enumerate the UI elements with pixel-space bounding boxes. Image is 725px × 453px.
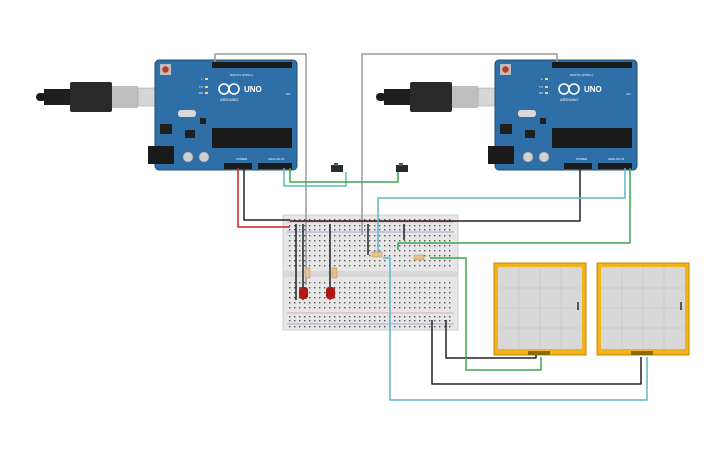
resistor-icon: [331, 267, 338, 279]
lcd-grid: [601, 267, 685, 349]
arduino-board-2: DIGITAL (PWM~) L TX RX ON ARDUINO UNO PO…: [488, 59, 638, 171]
microcontroller-icon: [212, 128, 292, 148]
resistor-icon: [413, 254, 425, 261]
wire-gray: [361, 53, 558, 235]
led-label-rx: RX: [199, 91, 203, 95]
reset-button-icon: [160, 64, 171, 75]
breadboard-holes: [289, 219, 451, 328]
led-label-rx: RX: [539, 91, 543, 95]
led-label-on: ON: [626, 92, 631, 96]
status-led-icons: [545, 78, 548, 94]
led-icon: [299, 287, 308, 299]
wire-cyan: [383, 257, 648, 401]
lcd-module-1: [493, 262, 587, 356]
status-led-icons: [205, 78, 208, 94]
power-jack-icon: [488, 146, 514, 164]
wire-black: [243, 168, 290, 221]
led-label-l: L: [201, 77, 203, 81]
lcd-module-2: [596, 262, 690, 356]
breadboard: [282, 214, 459, 331]
wire-green: [289, 168, 399, 183]
wire-gray: [214, 53, 307, 285]
wire-red: [237, 168, 290, 228]
digital-header-label: DIGITAL (PWM~): [230, 73, 253, 77]
led-label-l: L: [541, 77, 543, 81]
arduino-logo-icon: [218, 83, 240, 95]
reset-button-icon: [500, 64, 511, 75]
arduino-board-1: DIGITAL (PWM~) L TX RX ON ARDUINO UNO: [148, 59, 298, 171]
model-label: UNO: [584, 85, 602, 94]
wire-black: [290, 168, 581, 222]
digital-header-label: DIGITAL (PWM~): [570, 73, 593, 77]
power-header-label: POWER: [236, 157, 248, 161]
led-icon: [326, 287, 335, 299]
power-header-label: POWER: [576, 157, 588, 161]
wire-green: [430, 257, 542, 371]
led-label-on: ON: [286, 92, 291, 96]
usb-cable-icon: [376, 82, 501, 112]
usb-cable-icon: [36, 82, 161, 112]
wire-cyan: [377, 168, 626, 255]
wires: [214, 53, 648, 401]
led-label-tx: TX: [539, 85, 543, 89]
wire-black: [445, 320, 537, 359]
resistor-icon: [304, 267, 311, 279]
lcd-grid: [498, 267, 582, 349]
resistor-icon: [371, 251, 383, 258]
analog-header-label: ANALOG IN: [608, 157, 624, 161]
wire-green: [397, 168, 631, 250]
slide-switch-icon: [396, 163, 408, 172]
analog-header-label: ANALOG IN: [268, 157, 284, 161]
slide-switch-icon: [331, 163, 343, 172]
model-label: UNO: [244, 85, 262, 94]
microcontroller-icon: [552, 128, 632, 148]
arduino-logo-icon: [558, 83, 580, 95]
brand-label: ARDUINO: [560, 97, 578, 102]
wire-black: [431, 320, 642, 385]
wire-cyan: [283, 168, 347, 187]
led-label-tx: TX: [199, 85, 203, 89]
power-jack-icon: [148, 146, 174, 164]
brand-label: ARDUINO: [220, 97, 238, 102]
